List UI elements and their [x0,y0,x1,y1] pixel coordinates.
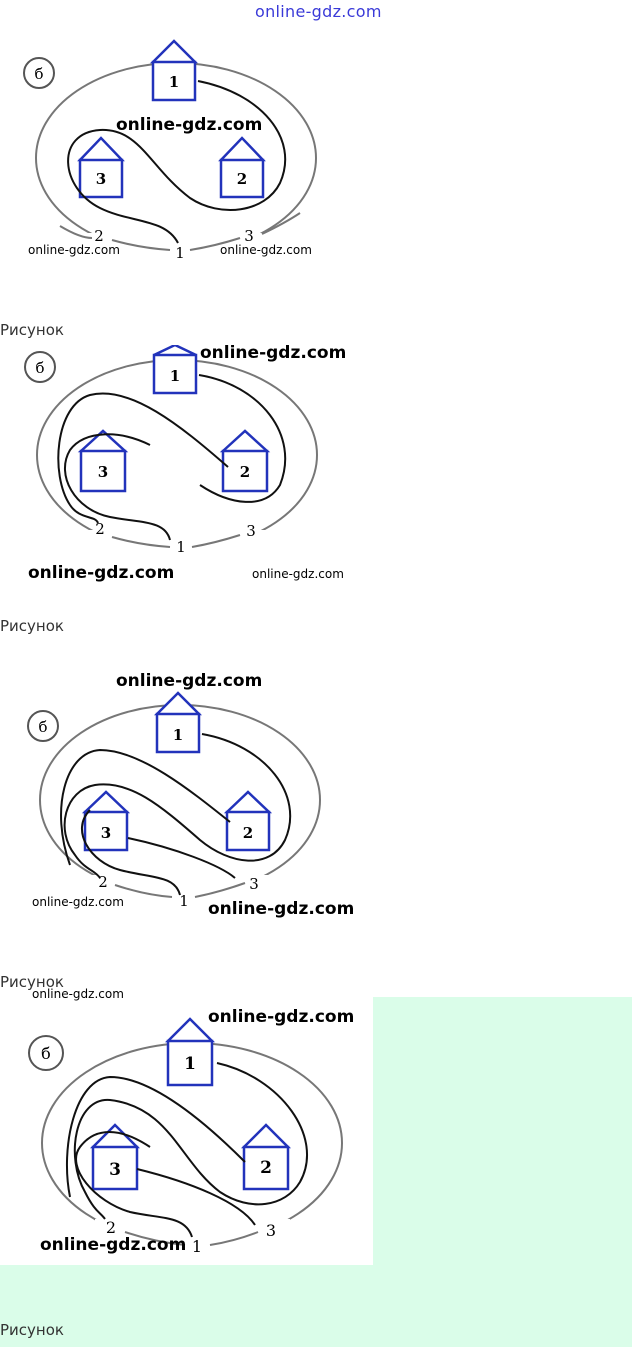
svg-text:1: 1 [170,367,180,385]
watermark: online-gdz.com [28,243,120,257]
house-1: 1 [152,345,198,395]
circle-label: б [38,718,47,736]
svg-text:1: 1 [169,73,179,91]
circle-label: б [41,1044,51,1063]
svg-text:1: 1 [173,726,183,744]
figure-diagram-2: б 1 2 3 2 1 3 [24,345,318,560]
watermark: online-gdz.com [40,1235,187,1255]
figure-caption: Рисунок [0,617,64,635]
svg-text:1: 1 [184,1054,196,1074]
svg-text:1: 1 [176,538,186,556]
house-2: 2 [218,136,266,199]
green-panel-right [373,997,632,1265]
watermark: online-gdz.com [200,343,347,363]
house-1: 1 [153,691,203,754]
figure-diagram-3: б 1 2 3 2 1 3 [27,691,321,910]
svg-text:2: 2 [94,227,104,245]
watermark: online-gdz.com [208,899,355,919]
svg-text:3: 3 [96,170,106,188]
svg-text:3: 3 [244,227,254,245]
circle-label: б [34,65,43,83]
house-3: 3 [89,1123,141,1191]
figure-diagram-1: б 1 2 3 2 1 3 [23,39,317,263]
svg-text:1: 1 [175,244,185,262]
circle-label: б [35,359,44,377]
green-panel-bottom [0,1265,632,1347]
watermark: online-gdz.com [252,567,344,581]
figure-caption: Рисунок [0,1321,64,1339]
house-1: 1 [164,1017,216,1087]
figure-caption: Рисунок [0,321,64,339]
svg-text:2: 2 [95,520,105,538]
watermark: online-gdz.com [116,671,263,691]
path-line [67,80,287,244]
svg-text:2: 2 [106,1218,116,1237]
svg-text:3: 3 [98,463,108,481]
house-3: 3 [81,790,131,852]
watermark: online-gdz.com [208,1007,355,1027]
svg-text:2: 2 [98,873,108,891]
svg-text:1: 1 [179,892,189,910]
watermark: online-gdz.com [32,987,124,1001]
svg-text:3: 3 [266,1221,276,1240]
svg-text:3: 3 [101,824,111,842]
svg-text:3: 3 [246,522,256,540]
svg-text:2: 2 [243,824,253,842]
house-3: 3 [77,136,125,199]
watermark: online-gdz.com [32,895,124,909]
svg-text:2: 2 [237,170,247,188]
house-2: 2 [219,429,271,493]
label-circle [23,57,55,89]
svg-text:2: 2 [240,463,250,481]
house-2: 2 [223,790,273,852]
figure-diagram-4: б 1 2 3 2 1 3 [0,997,373,1265]
figure-caption: Рисунок [0,973,64,991]
house-3: 3 [77,429,129,493]
watermark: online-gdz.com [220,243,312,257]
svg-text:3: 3 [109,1160,121,1180]
watermark: online-gdz.com [28,563,175,583]
house-1: 1 [149,39,199,102]
watermark: online-gdz.com [116,115,263,135]
svg-text:1: 1 [192,1237,202,1256]
house-2: 2 [240,1123,292,1191]
svg-text:2: 2 [260,1158,272,1178]
site-link[interactable]: online-gdz.com [255,2,382,21]
svg-text:3: 3 [249,875,259,893]
